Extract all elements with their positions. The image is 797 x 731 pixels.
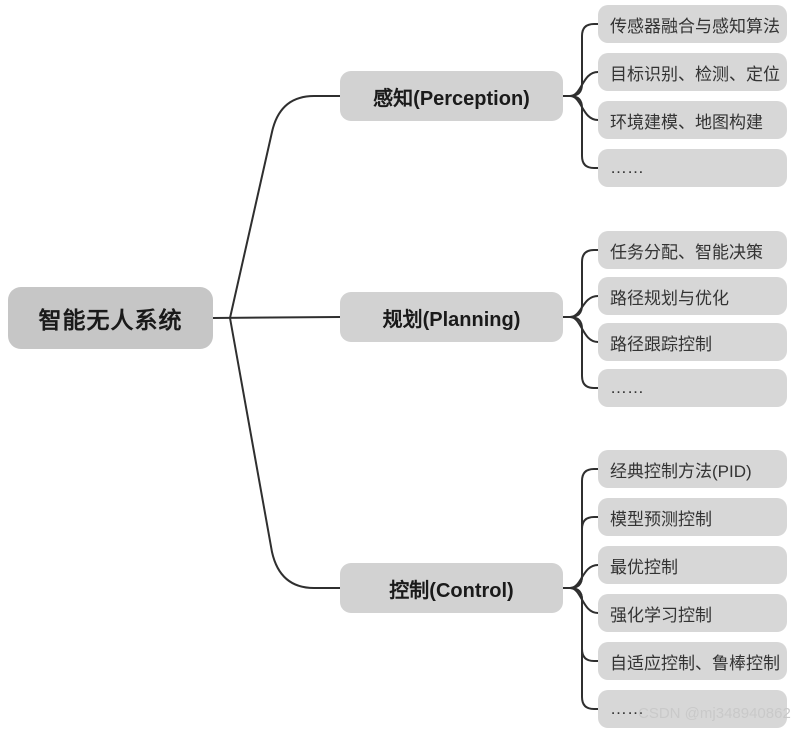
leaf-node-classic-control-pid: 经典控制方法(PID) xyxy=(598,450,787,488)
leaf-node-path-planning: 路径规划与优化 xyxy=(598,277,787,315)
leaf-node-control-ellipsis: …… xyxy=(598,690,787,728)
leaf-node-path-tracking: 路径跟踪控制 xyxy=(598,323,787,361)
leaf-node-reinforcement-learning-control: 强化学习控制 xyxy=(598,594,787,632)
watermark: CSDN @mj348940862 xyxy=(638,705,791,722)
leaf-node-perception-ellipsis: …… xyxy=(598,149,787,187)
branch-node-perception: 感知(Perception) xyxy=(340,71,563,121)
leaf-node-target-recognition: 目标识别、检测、定位 xyxy=(598,53,787,91)
leaf-node-adaptive-robust-control: 自适应控制、鲁棒控制 xyxy=(598,642,787,680)
leaf-node-task-allocation: 任务分配、智能决策 xyxy=(598,231,787,269)
leaf-node-planning-ellipsis: …… xyxy=(598,369,787,407)
leaf-node-environment-modeling: 环境建模、地图构建 xyxy=(598,101,787,139)
root-node: 智能无人系统 xyxy=(8,287,213,349)
branch-node-planning: 规划(Planning) xyxy=(340,292,563,342)
leaf-node-model-predictive-control: 模型预测控制 xyxy=(598,498,787,536)
leaf-node-sensor-fusion: 传感器融合与感知算法 xyxy=(598,5,787,43)
leaf-node-optimal-control: 最优控制 xyxy=(598,546,787,584)
branch-node-control: 控制(Control) xyxy=(340,563,563,613)
